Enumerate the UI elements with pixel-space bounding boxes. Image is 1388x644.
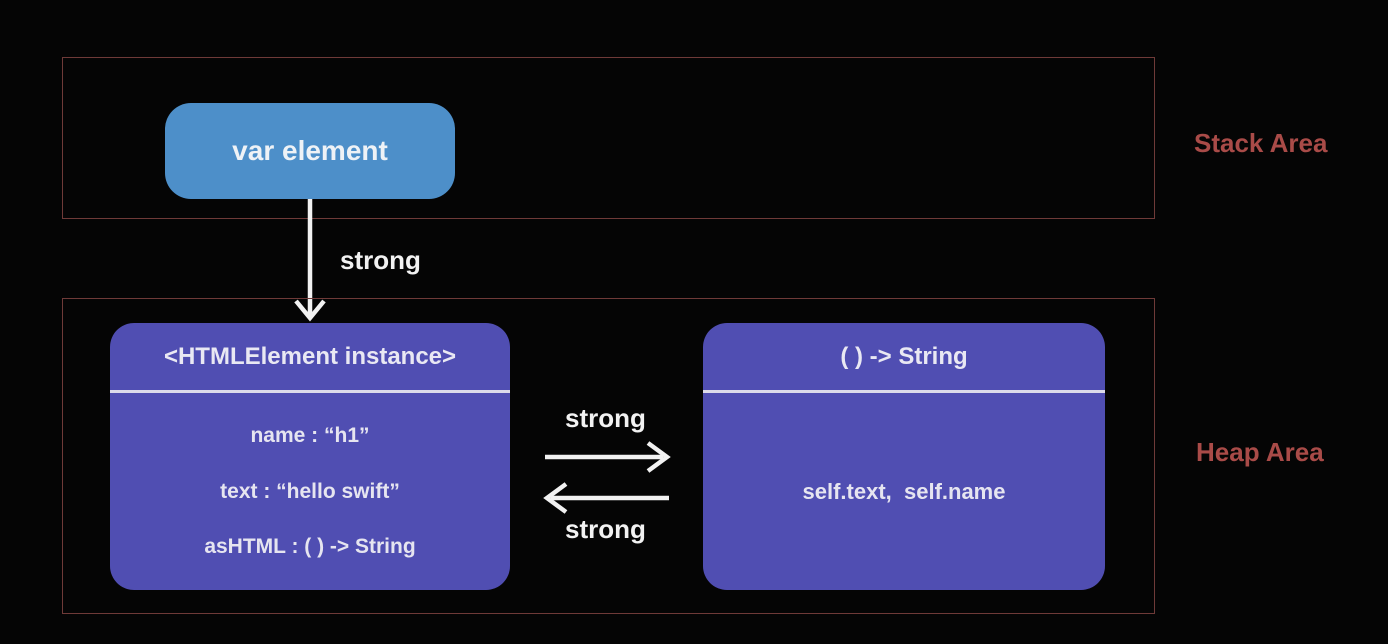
closure-node: ( ) -> String self.text, self.name [703, 323, 1105, 590]
instance-node-title: <HTMLElement instance> [163, 342, 457, 370]
closure-node-title: ( ) -> String [840, 342, 968, 370]
instance-to-closure-arrow [545, 441, 671, 473]
closure-to-instance-arrow [543, 482, 669, 514]
stack-area-rect [62, 57, 1155, 219]
var-to-instance-arrow-label: strong [340, 245, 421, 275]
instance-node-header: <HTMLElement instance> [110, 323, 510, 393]
closure-node-header: ( ) -> String [703, 323, 1105, 393]
heap-area-rect [62, 298, 1155, 614]
heap-area-label: Heap Area [1196, 437, 1324, 467]
closure-node-body: self.text, self.name [703, 393, 1105, 590]
var-element-node: var element [165, 103, 455, 199]
closure-to-instance-arrow-label: strong [565, 514, 646, 544]
stack-area-label: Stack Area [1194, 128, 1328, 158]
html-element-instance-node: <HTMLElement instance> name : “h1” text … [110, 323, 510, 590]
instance-property-text: text : “hello swift” [220, 479, 400, 503]
var-element-label: var element [232, 135, 388, 166]
closure-captured-values: self.text, self.name [802, 478, 1006, 504]
instance-node-body: name : “h1” text : “hello swift” asHTML … [110, 393, 510, 590]
instance-property-ashtml: asHTML : ( ) -> String [204, 534, 416, 558]
instance-property-name: name : “h1” [250, 424, 370, 448]
instance-to-closure-arrow-label: strong [565, 403, 646, 433]
var-to-instance-arrow [294, 199, 326, 322]
